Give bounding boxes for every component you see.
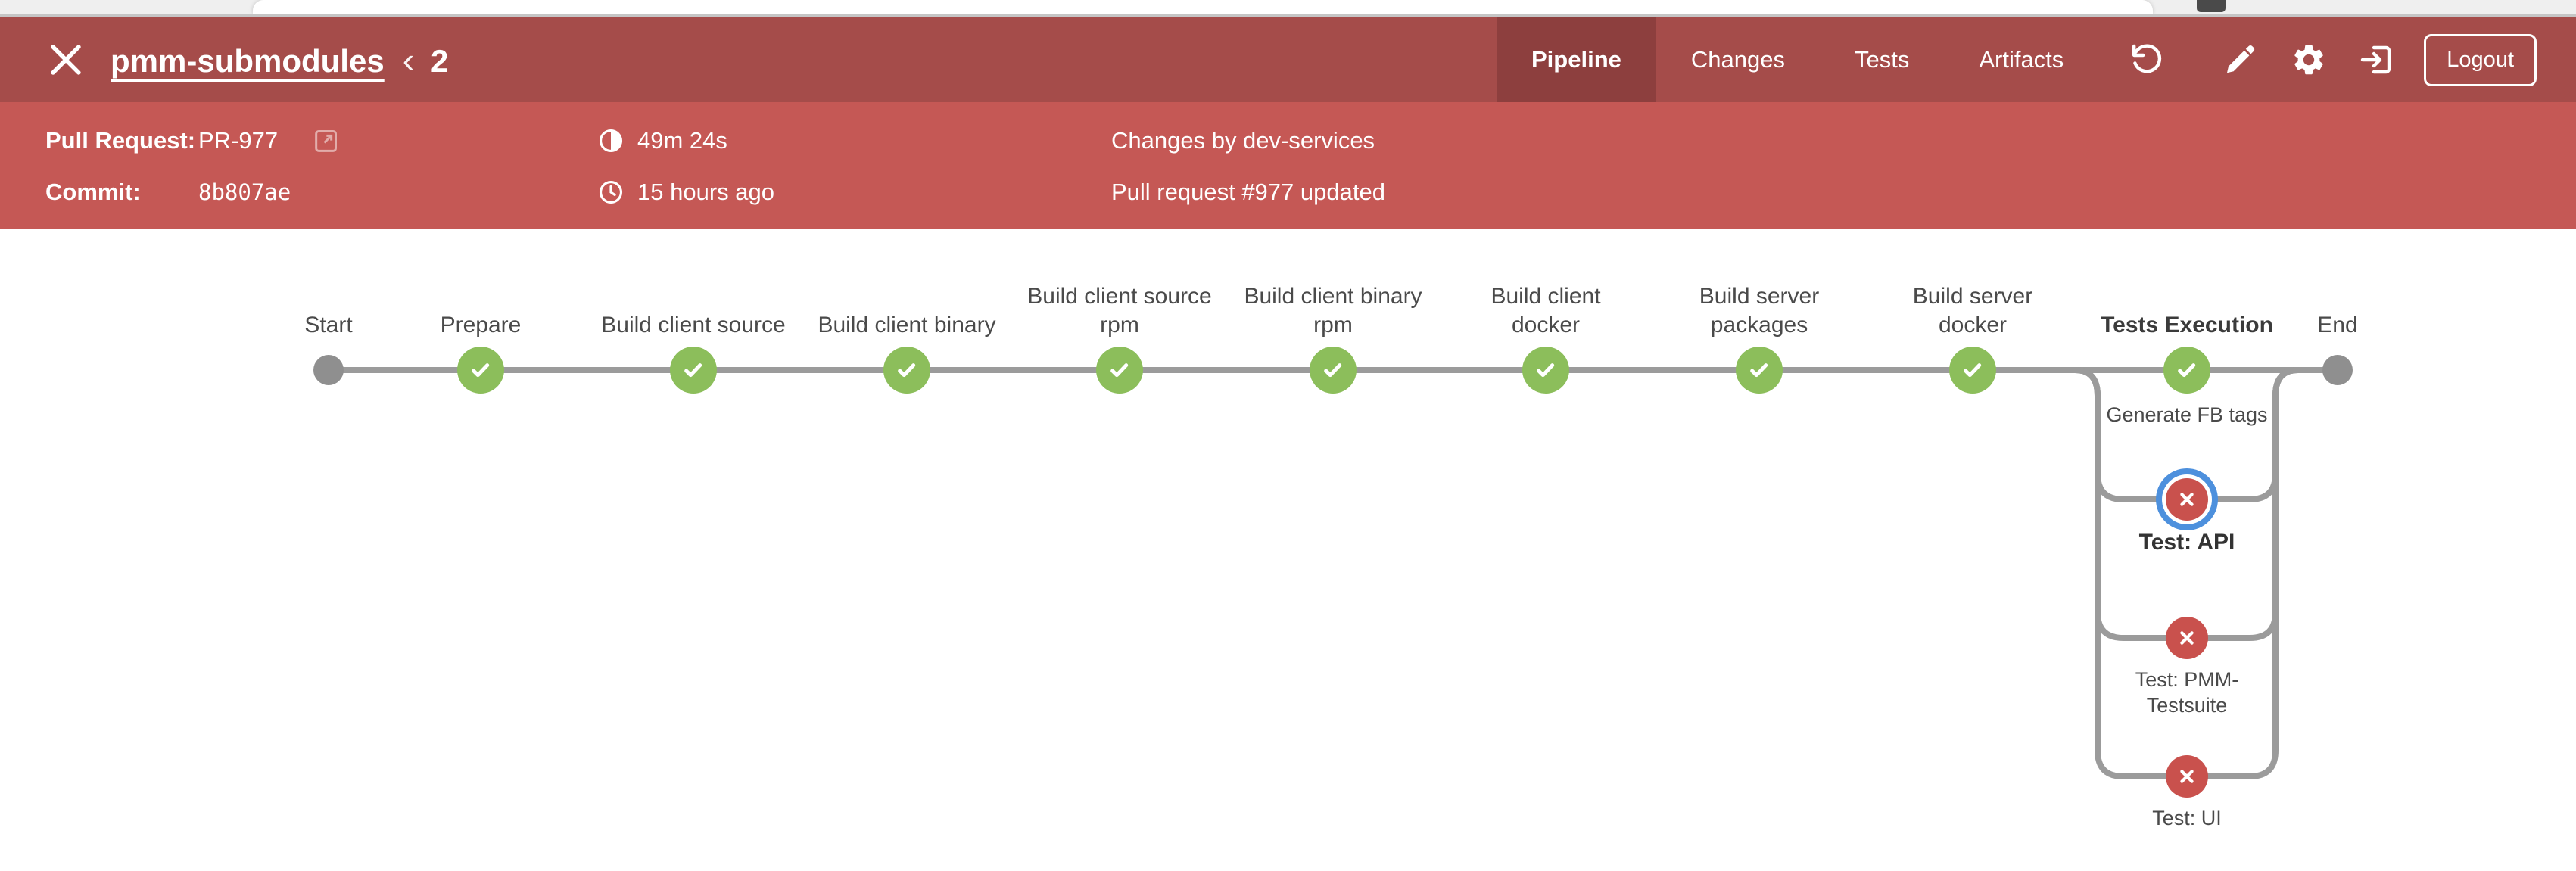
stage-node-prepare[interactable] [457, 347, 504, 394]
tab-tests[interactable]: Tests [1854, 46, 1910, 73]
stage-node-build-server-docker[interactable] [1949, 347, 1996, 394]
pipeline-name-link[interactable]: pmm-submodules [111, 43, 385, 79]
terminal-node-end [2322, 355, 2353, 385]
exit-to-classic-icon[interactable] [2359, 42, 2395, 78]
pull-request-label: Pull Request: [45, 127, 196, 154]
view-tabs: Pipeline Changes Tests Artifacts [1497, 17, 2098, 102]
run-summary-bar: Pull Request: PR-977 Commit: 8b807ae 49m… [0, 102, 2576, 229]
stage-node-build-client-binary[interactable] [883, 347, 930, 394]
stage-node-test-pmm-testsuite[interactable] [2166, 617, 2208, 659]
tab-pipeline[interactable]: Pipeline [1497, 17, 1656, 102]
tab-strip-divider [0, 14, 2576, 17]
logout-button[interactable]: Logout [2424, 33, 2537, 86]
changes-by-text: Changes by dev-services [1111, 127, 1375, 154]
status-message: Pull request #977 updated [1111, 179, 1385, 205]
stage-node-build-server-packages[interactable] [1736, 347, 1783, 394]
browser-tab-strip [0, 0, 2576, 17]
gear-icon[interactable] [2291, 42, 2327, 78]
top-navigation-bar: pmm-submodules ‹ 2 Pipeline Changes Tests A… [0, 17, 2576, 102]
stage-node-build-client-binary-rpm[interactable] [1310, 347, 1357, 394]
tab-artifacts[interactable]: Artifacts [1979, 46, 2064, 73]
run-title: pmm-submodules ‹ 2 [111, 39, 448, 80]
duration-icon [599, 129, 623, 153]
stage-node-test-api[interactable] [2166, 478, 2208, 521]
header-actions: Logout [2129, 33, 2576, 86]
chevron-left-icon: ‹ [402, 40, 415, 79]
run-number: 2 [431, 43, 449, 79]
stage-node-build-client-docker[interactable] [1522, 347, 1569, 394]
stage-node-test-ui[interactable] [2166, 755, 2208, 798]
commit-label: Commit: [45, 179, 141, 205]
time-ago-value: 15 hours ago [637, 179, 774, 205]
tab-changes[interactable]: Changes [1690, 46, 1785, 73]
external-link-icon[interactable] [311, 126, 341, 156]
extension-icon[interactable] [2197, 0, 2226, 12]
duration-value: 49m 24s [637, 127, 727, 154]
pull-request-value: PR-977 [198, 127, 279, 154]
rerun-icon[interactable] [2129, 42, 2165, 78]
pencil-icon[interactable] [2221, 42, 2257, 78]
stage-node-build-client-source[interactable] [670, 347, 717, 394]
close-icon[interactable] [44, 38, 88, 82]
commit-hash: 8b807ae [198, 179, 291, 205]
browser-tab[interactable] [253, 0, 2153, 14]
clock-icon [599, 180, 623, 204]
terminal-node-start [313, 355, 344, 385]
stage-node-tests-execution[interactable] [2163, 347, 2210, 394]
stage-node-build-client-source-rpm[interactable] [1096, 347, 1143, 394]
